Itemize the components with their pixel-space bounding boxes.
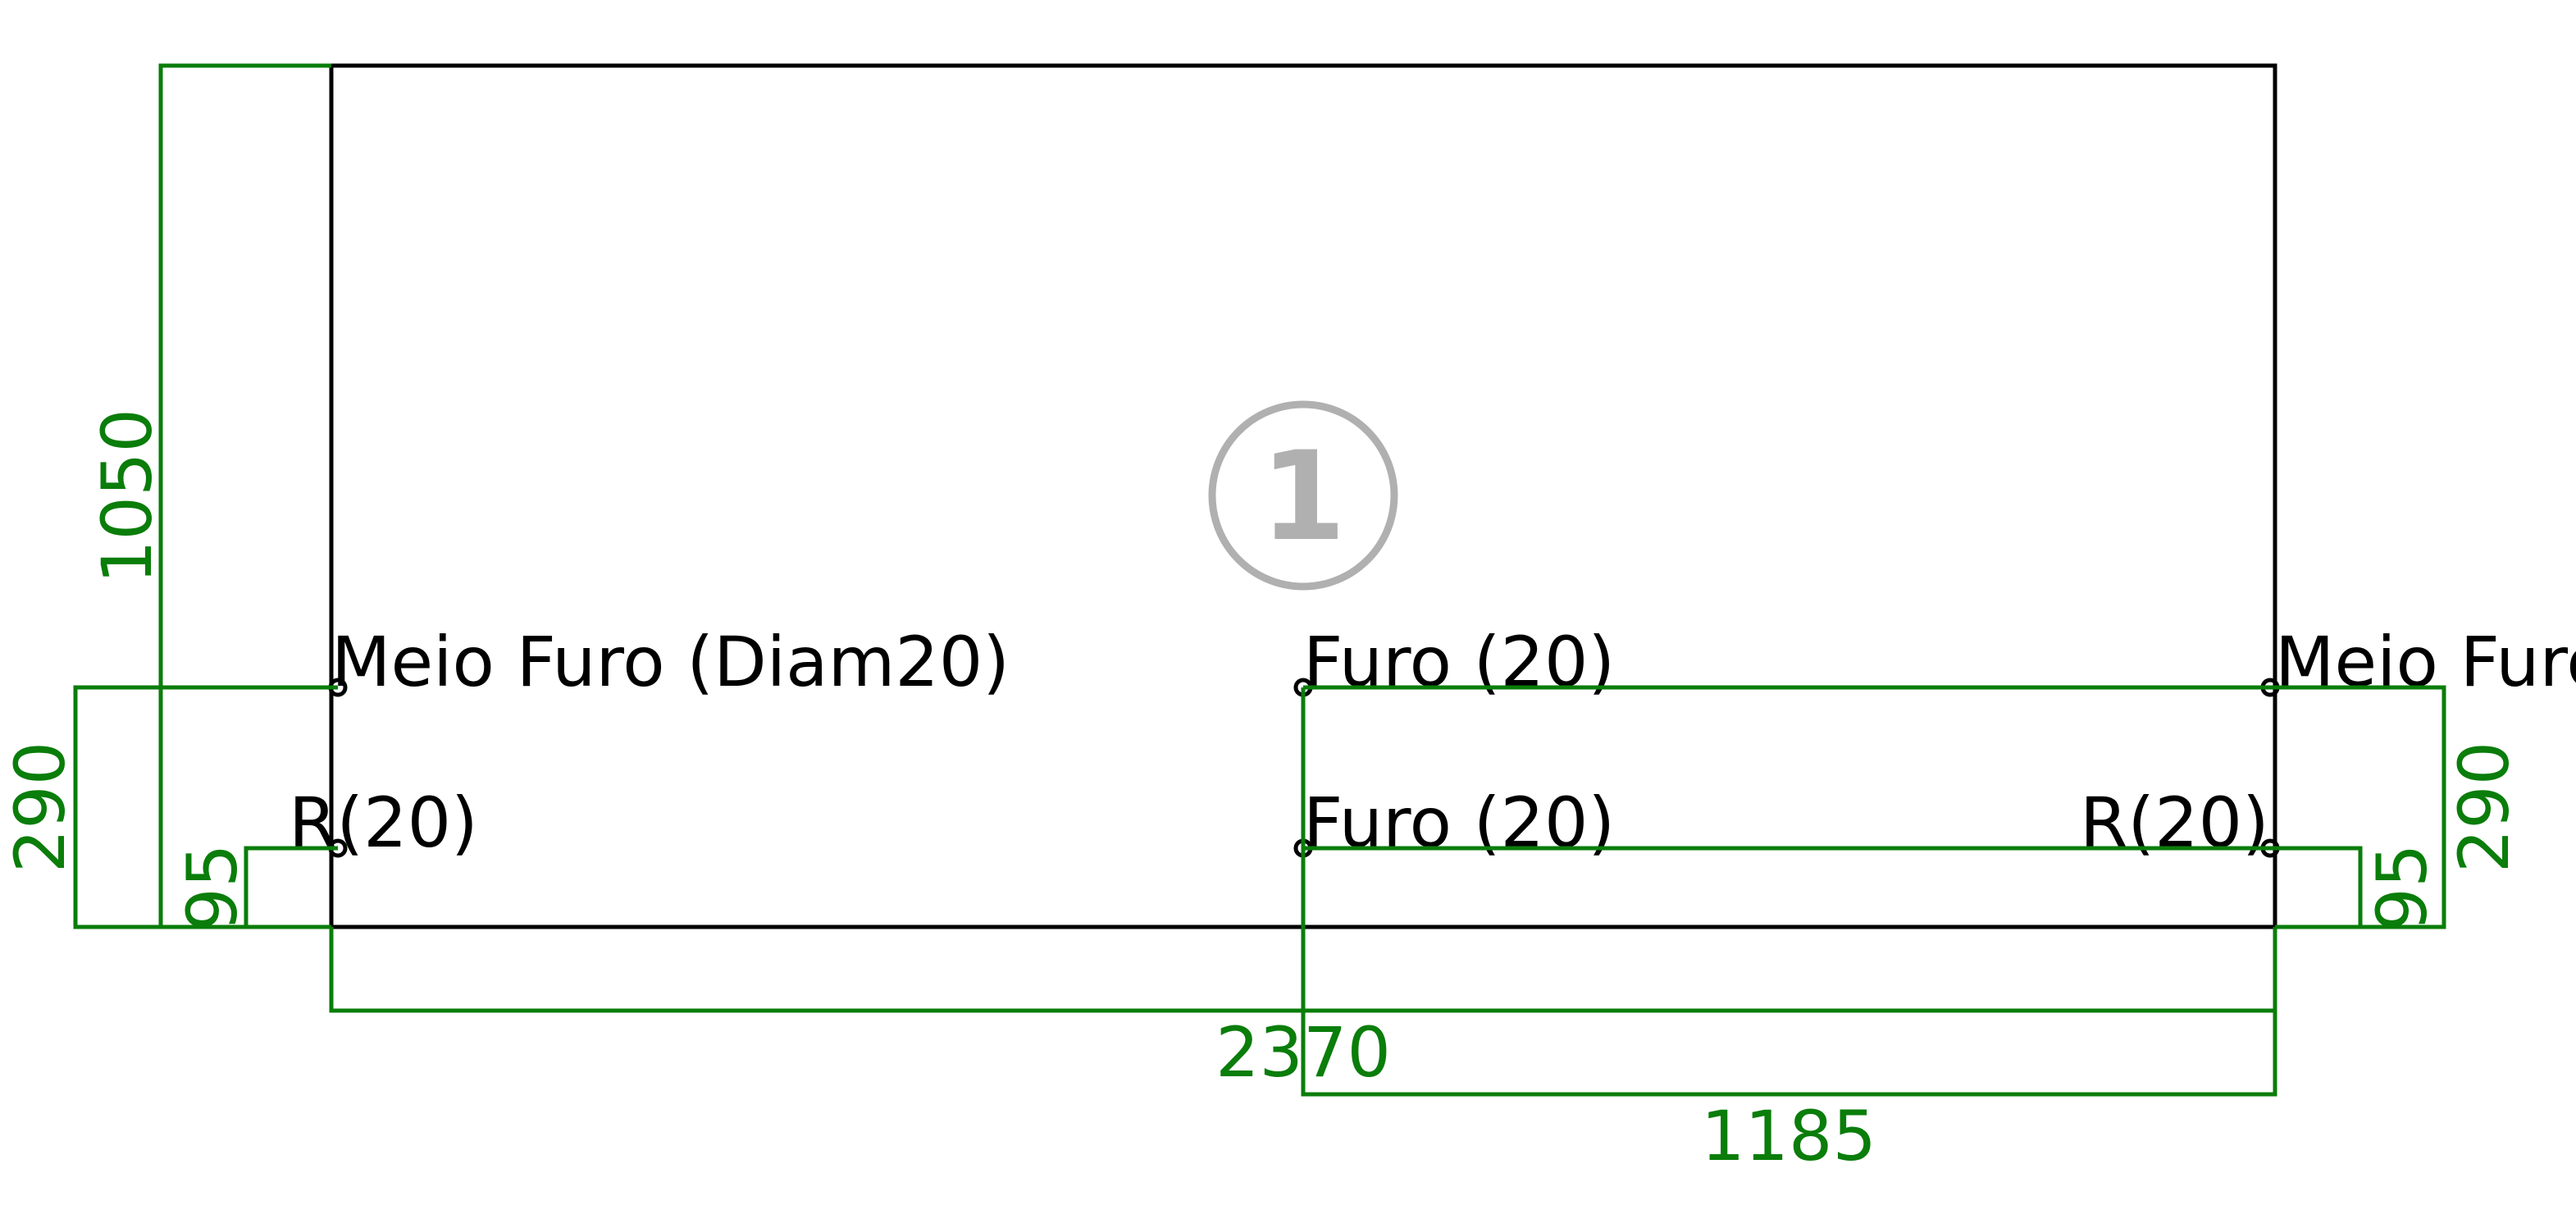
hole-bottom-label: Furo (20) xyxy=(1303,783,1615,863)
radius-offset-left-dimension: 95 xyxy=(172,844,338,932)
half-hole-right-label: Meio Furo xyxy=(2275,622,2576,702)
height-dimension-value: 1050 xyxy=(87,409,167,584)
radius-right-label: R(20) xyxy=(2080,783,2269,863)
hole-offset-right-value: 290 xyxy=(2444,742,2524,873)
panel-id-badge: 1 xyxy=(1208,400,1398,591)
hole-top-label: Furo (20) xyxy=(1303,622,1615,702)
half-width-value: 1185 xyxy=(1701,1096,1876,1176)
hole-offset-left-dimension: 290 xyxy=(0,685,338,929)
radius-offset-right-value: 95 xyxy=(2362,844,2442,932)
panel-id-label: 1 xyxy=(1261,426,1346,568)
radius-left-label: R(20) xyxy=(289,783,478,863)
hole-bottom-right-line xyxy=(1303,846,2363,927)
hole-offset-left-value: 290 xyxy=(0,742,80,873)
half-hole-left-label: Meio Furo (Diam20) xyxy=(331,622,1010,702)
half-width-dimension: 1185 xyxy=(1301,687,2277,1176)
radius-offset-left-value: 95 xyxy=(172,844,253,932)
